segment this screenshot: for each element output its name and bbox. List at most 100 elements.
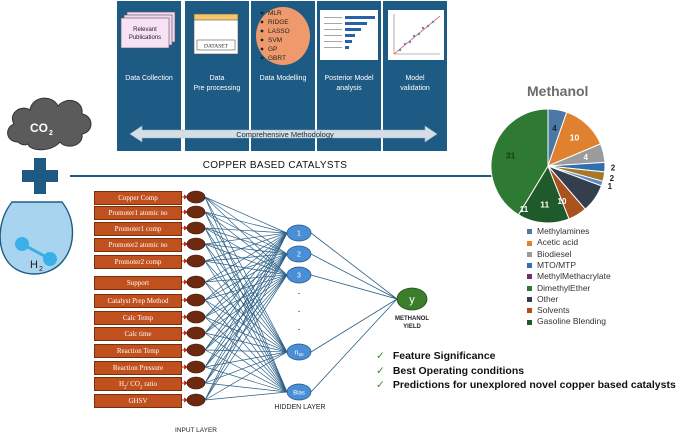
- arrow-head: [184, 330, 188, 336]
- stage-label-data-modelling: Data Modelling: [259, 75, 307, 82]
- reactants-art: CO 2 H 2: [0, 97, 92, 275]
- dataset-icon: DATASET: [193, 13, 239, 55]
- connection-line: [204, 243, 288, 353]
- svg-text:2: 2: [39, 266, 43, 273]
- hidden-node: [286, 343, 312, 361]
- arrow-head: [184, 194, 188, 200]
- pie-slice-label: 4: [584, 153, 589, 162]
- legend-item: Acetic acid: [527, 237, 578, 247]
- svg-text:LASSO: LASSO: [268, 28, 290, 35]
- connection-line: [310, 298, 398, 393]
- output-label-line2: YIELD: [403, 324, 421, 330]
- connection-line: [204, 232, 288, 283]
- connection-line: [204, 196, 288, 234]
- methanol-title: Methanol: [527, 83, 589, 99]
- input-feature-box: Copper Comp: [94, 191, 182, 205]
- connection-line: [204, 299, 288, 353]
- connection-line: [204, 274, 288, 401]
- connection-line: [204, 232, 288, 262]
- stage-label-model: Model: [405, 75, 425, 82]
- input-nodes: [186, 190, 206, 407]
- pie-slice-label: 31: [506, 151, 516, 161]
- legend-swatch: [527, 297, 532, 303]
- arrow-head: [184, 258, 188, 264]
- input-node: [186, 360, 206, 374]
- legend-swatch: [527, 251, 532, 257]
- connection-line: [204, 253, 288, 318]
- check-icon: ✓: [376, 379, 385, 391]
- input-node: [186, 205, 206, 219]
- methodology-arrow-label: Comprehensive Methodology: [236, 130, 334, 139]
- legend-label: Methylamines: [537, 226, 590, 236]
- connection-line: [204, 227, 288, 234]
- input-feature-box: Promoter2 atomic no: [94, 238, 182, 252]
- connection-line: [204, 274, 288, 301]
- connection-line: [310, 232, 398, 300]
- network-connections: [204, 196, 398, 401]
- parity-plot-thumbnail: [388, 10, 444, 60]
- legend-label: Other: [537, 293, 559, 304]
- pie-slice-label: 2: [611, 163, 616, 172]
- connection-line: [204, 316, 288, 393]
- output-label-line1: METHANOL: [395, 316, 429, 322]
- input-feature-box: Promoter1 comp: [94, 222, 182, 236]
- connection-line: [310, 274, 398, 300]
- stage-label-data-collection: Data Collection: [125, 75, 173, 82]
- input-feature-box: Reaction Temp: [94, 344, 182, 358]
- arrow-head: [184, 347, 188, 353]
- arrow-head: [184, 241, 188, 247]
- connection-line: [204, 253, 288, 351]
- connection-line: [204, 232, 288, 368]
- input-node: [186, 393, 206, 407]
- input-node: [186, 326, 206, 340]
- connection-line: [204, 227, 288, 353]
- svg-text:H: H: [30, 259, 38, 271]
- publications-icon: Relevant Publications: [120, 11, 176, 49]
- pie-slice-label: 2: [610, 174, 615, 183]
- ellipsis-dot: ·: [297, 324, 300, 335]
- stage-label-data: Data: [209, 75, 225, 82]
- legend-label: DimethylEther: [537, 282, 591, 293]
- legend-label: Biodiesel: [537, 248, 572, 259]
- outcome-predictions: ✓Predictions for unexplored novel copper…: [376, 379, 676, 391]
- legend-item: Other: [527, 294, 558, 304]
- connection-line: [204, 349, 288, 393]
- hidden-node: [286, 245, 312, 263]
- input-feature-box: Catalyst Prep Method: [94, 294, 182, 308]
- legend-label: MTO/MTP: [537, 259, 577, 270]
- connection-line: [204, 253, 288, 301]
- connection-line: [204, 232, 288, 351]
- connection-line: [204, 253, 288, 384]
- arrow-head: [184, 380, 188, 386]
- connection-line: [204, 232, 288, 245]
- svg-text:Publications: Publications: [129, 35, 161, 41]
- svg-text:CO: CO: [30, 121, 48, 135]
- connection-line: [204, 211, 288, 353]
- check-icon: ✓: [376, 365, 385, 377]
- input-node: [186, 343, 206, 357]
- legend-swatch: [527, 240, 532, 246]
- input-arrows: [181, 194, 188, 403]
- arrow-head: [184, 314, 188, 320]
- pie-extra-label: 11: [520, 205, 529, 214]
- connection-line: [204, 351, 288, 384]
- svg-text:2: 2: [49, 130, 53, 137]
- connection-line: [204, 274, 288, 283]
- hidden-node: [286, 383, 312, 401]
- hidden-node-label: n50: [295, 350, 304, 358]
- connection-line: [204, 382, 288, 393]
- connection-line: [204, 232, 288, 318]
- arrow-head: [184, 297, 188, 303]
- arrow-head: [184, 397, 188, 403]
- input-node: [186, 190, 206, 204]
- connection-line: [204, 299, 288, 393]
- connection-line: [204, 351, 288, 401]
- methodology-arrow: [129, 125, 438, 143]
- connection-line: [204, 232, 288, 334]
- connection-line: [204, 274, 288, 334]
- legend-swatch: [527, 263, 532, 269]
- connection-line: [204, 196, 288, 393]
- input-node: [186, 237, 206, 251]
